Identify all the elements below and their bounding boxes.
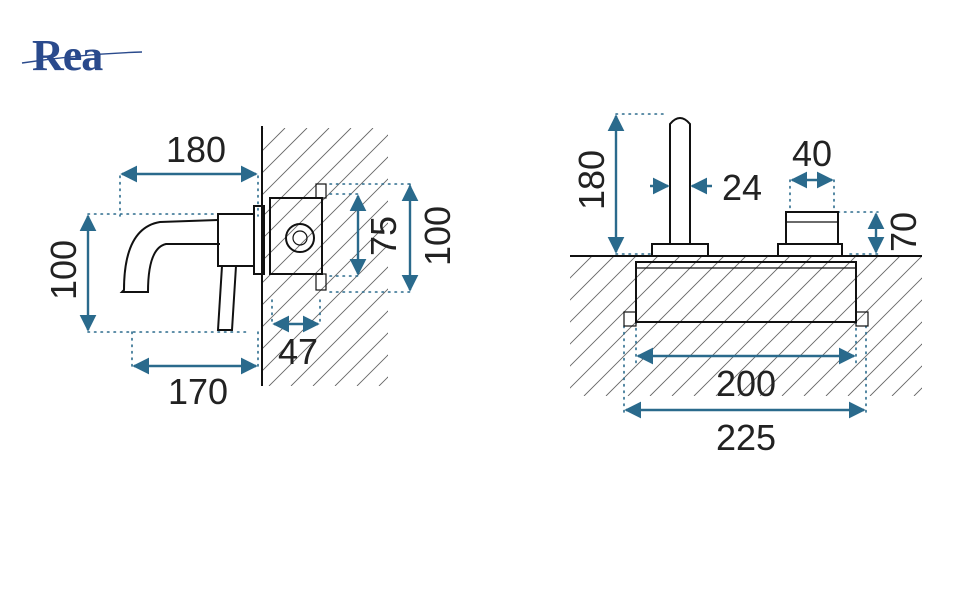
ext-100-left bbox=[87, 213, 251, 333]
wall-hatch-right bbox=[570, 256, 970, 396]
logo-text: Rea bbox=[32, 31, 103, 80]
hatch-line bbox=[570, 256, 571, 257]
hatch-line bbox=[263, 200, 388, 327]
box-outline bbox=[269, 197, 323, 275]
hatch-line bbox=[936, 256, 970, 396]
ext-200 bbox=[635, 321, 857, 367]
ext-225 bbox=[623, 325, 867, 413]
ext-180 bbox=[119, 175, 259, 217]
ext-70 bbox=[837, 211, 879, 255]
brand-logo: Rea bbox=[21, 31, 143, 80]
hatch-line bbox=[263, 128, 330, 195]
dim-label-180-right: 180 bbox=[571, 150, 612, 210]
body-outline bbox=[217, 213, 255, 267]
hatch-line bbox=[334, 332, 388, 386]
knob bbox=[785, 211, 839, 245]
right-view: 180 24 40 70 200 225 bbox=[570, 113, 970, 458]
ext-180-right bbox=[615, 113, 669, 255]
hatch-line bbox=[263, 128, 352, 217]
hatch-line bbox=[781, 256, 922, 396]
dim-label-180-left: 180 bbox=[166, 129, 226, 170]
box-tab-left bbox=[623, 311, 637, 327]
ext-40 bbox=[789, 179, 835, 209]
box-tab-bottom bbox=[315, 273, 327, 291]
box-tab-top bbox=[315, 183, 327, 199]
spout-base bbox=[651, 243, 709, 257]
hatch-line bbox=[693, 256, 835, 396]
box-front bbox=[635, 261, 857, 323]
ext-75 bbox=[329, 193, 363, 277]
dim-label-100-box: 100 bbox=[417, 206, 458, 266]
hatch-line bbox=[649, 256, 791, 396]
hatch-line bbox=[671, 256, 813, 396]
hatch-line bbox=[268, 266, 388, 386]
hatch-line bbox=[583, 256, 725, 396]
hatch-line bbox=[605, 256, 747, 396]
box-port-inner bbox=[292, 230, 308, 246]
dim-label-70: 70 bbox=[883, 212, 924, 252]
hatch-line bbox=[570, 256, 615, 301]
dim-label-40: 40 bbox=[792, 133, 832, 174]
hatch-line bbox=[263, 128, 374, 239]
hatch-line bbox=[627, 256, 769, 396]
hatch-line bbox=[263, 178, 388, 305]
hatch-line bbox=[263, 134, 388, 261]
dim-label-24: 24 bbox=[722, 167, 762, 208]
dim-label-47: 47 bbox=[278, 331, 318, 372]
hatch-line bbox=[759, 256, 901, 396]
dim-label-100-left: 100 bbox=[43, 240, 84, 300]
dim-label-170: 170 bbox=[168, 371, 228, 412]
dim-label-225: 225 bbox=[716, 417, 776, 458]
hatch-line bbox=[869, 343, 922, 396]
hatch-line bbox=[891, 365, 922, 396]
hatch-line bbox=[570, 256, 593, 279]
knob-base bbox=[777, 243, 843, 257]
dim-label-200: 200 bbox=[716, 363, 776, 404]
hatch-line bbox=[803, 277, 922, 396]
hatch-line bbox=[958, 256, 970, 396]
spout-front bbox=[669, 117, 691, 244]
plate-outline bbox=[253, 205, 265, 275]
hatch-line bbox=[263, 128, 308, 173]
hatch-line bbox=[570, 256, 659, 345]
wall-hatch-left bbox=[263, 128, 388, 386]
logo-swoosh bbox=[21, 51, 143, 64]
hatch-line bbox=[913, 387, 922, 396]
hatch-line bbox=[847, 321, 922, 396]
left-view: 180 170 100 75 100 47 bbox=[43, 126, 458, 412]
hatch-line bbox=[737, 256, 879, 396]
hatch-line bbox=[715, 256, 857, 396]
spout-outline bbox=[119, 219, 220, 293]
box-tab-right bbox=[855, 311, 869, 327]
lever-outline bbox=[216, 265, 237, 331]
hatch-line bbox=[263, 244, 388, 371]
hatch-line bbox=[825, 299, 922, 396]
ext-47 bbox=[271, 299, 321, 323]
dim-label-75: 75 bbox=[363, 216, 404, 256]
hatch-line bbox=[570, 256, 681, 367]
hatch-line bbox=[312, 310, 388, 386]
box-port bbox=[285, 223, 315, 253]
hatch-line bbox=[263, 156, 388, 283]
ext-170 bbox=[131, 331, 259, 367]
hatch-line bbox=[570, 256, 637, 323]
hatch-line bbox=[290, 288, 388, 386]
